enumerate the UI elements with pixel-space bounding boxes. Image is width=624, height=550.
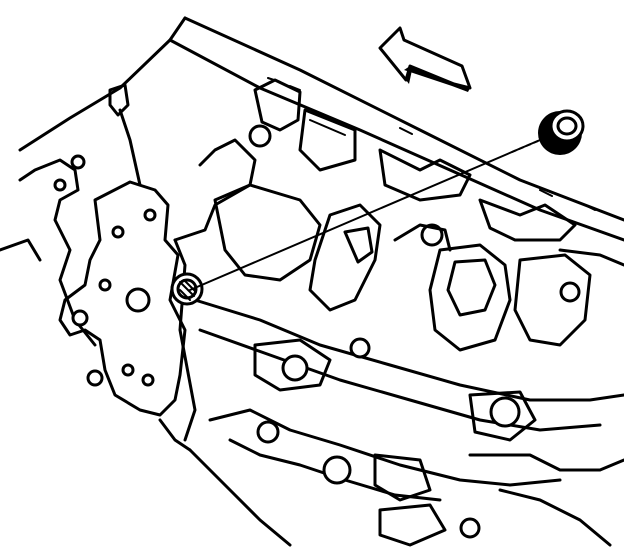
cylinder-bore-opening	[213, 183, 592, 352]
plug-bore	[170, 272, 204, 306]
crankcase-lower-section	[158, 298, 624, 547]
expansion-plug	[538, 109, 585, 155]
leader-line	[189, 139, 541, 291]
direction-arrow	[378, 26, 472, 92]
leader-line-dashed	[511, 137, 546, 153]
rear-flange-plate	[53, 83, 187, 417]
engine-block	[0, 16, 624, 442]
